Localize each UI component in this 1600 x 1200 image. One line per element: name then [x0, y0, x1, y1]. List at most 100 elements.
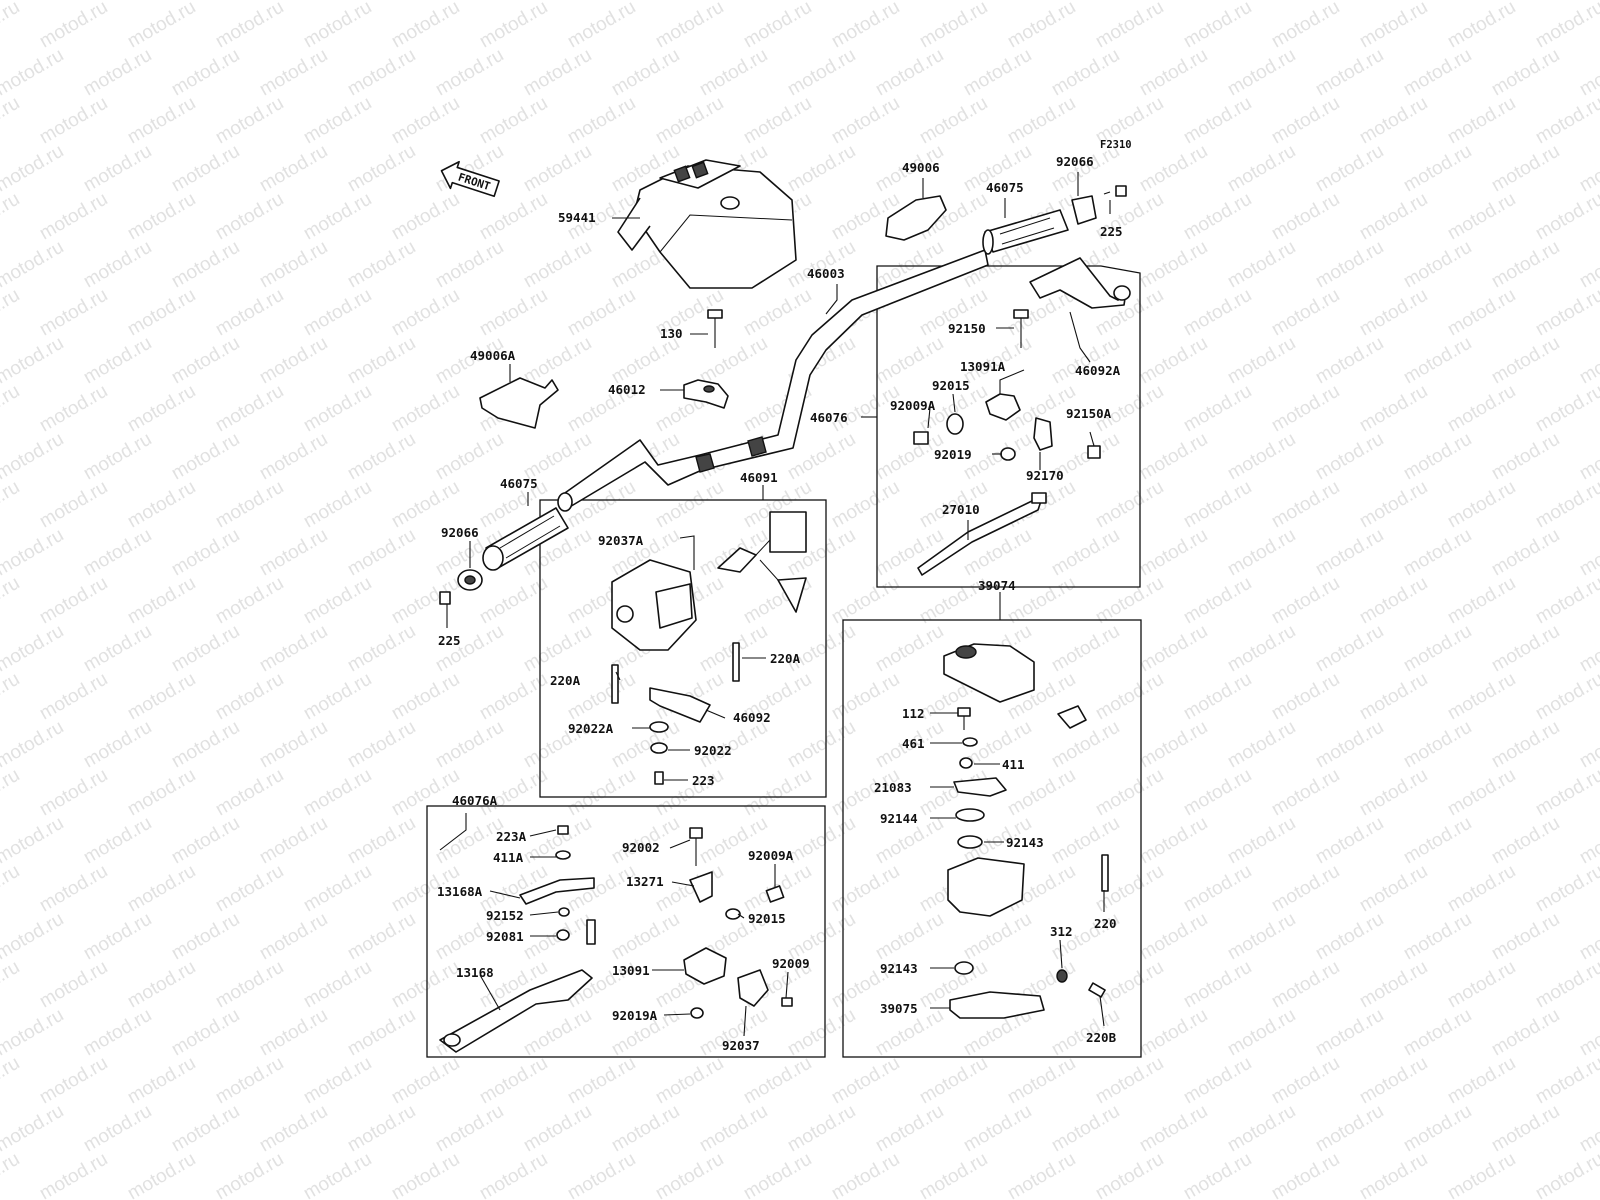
- handlebar-cover-drawing: [617, 159, 797, 289]
- watermark-text-613: motod.ru: [1004, 1053, 1079, 1109]
- watermark-text-607: motod.ru: [476, 1053, 551, 1109]
- watermark-text-353: motod.ru: [1312, 525, 1387, 581]
- watermark-text-451: motod.ru: [1488, 717, 1563, 773]
- watermark-text-651: motod.ru: [124, 1149, 199, 1200]
- watermark-text-662: motod.ru: [1092, 1149, 1167, 1200]
- watermark-text-534: motod.ru: [344, 909, 419, 965]
- watermark-text-339: motod.ru: [80, 525, 155, 581]
- watermark-text-665: motod.ru: [1356, 1149, 1431, 1200]
- watermark-text-566: motod.ru: [1092, 957, 1167, 1013]
- part-label-92143-lower: 92143: [880, 961, 918, 976]
- watermark-text-485: motod.ru: [256, 813, 331, 869]
- watermark-text-217: motod.ru: [0, 285, 23, 341]
- watermark-text-483: motod.ru: [80, 813, 155, 869]
- watermark-text-460: motod.ru: [212, 765, 287, 821]
- watermark-text-295: motod.ru: [432, 429, 507, 485]
- watermark-text-638: motod.ru: [1048, 1101, 1123, 1157]
- watermark-text-348: motod.ru: [872, 525, 947, 581]
- watermark-text-291: motod.ru: [80, 429, 155, 485]
- watermark-text-211: motod.ru: [1488, 237, 1563, 293]
- watermark-text-523: motod.ru: [1532, 861, 1600, 917]
- watermark-text-150: motod.ru: [344, 141, 419, 197]
- watermark-text-426: motod.ru: [1444, 669, 1519, 725]
- watermark-text-379: motod.ru: [1532, 573, 1600, 629]
- watermark-text-439: motod.ru: [432, 717, 507, 773]
- watermark-text-171: motod.ru: [124, 189, 199, 245]
- watermark-text-130: motod.ru: [740, 93, 815, 149]
- watermark-text-338: motod.ru: [0, 525, 67, 581]
- figure-code: F2310: [1100, 139, 1132, 151]
- watermark-text-391: motod.ru: [432, 621, 507, 677]
- watermark-text-279: motod.ru: [1180, 381, 1255, 437]
- watermark-text-631: motod.ru: [432, 1101, 507, 1157]
- watermark-text-111: motod.ru: [1136, 45, 1211, 101]
- watermark-text-282: motod.ru: [1444, 381, 1519, 437]
- part-label-92037: 92037: [722, 1038, 760, 1053]
- watermark-text-123: motod.ru: [124, 93, 199, 149]
- watermark-text-366: motod.ru: [388, 573, 463, 629]
- group-boxes: [426, 265, 1142, 1058]
- part-label-225-left: 225: [438, 633, 461, 648]
- watermark-text-604: motod.ru: [212, 1053, 287, 1109]
- watermark-text-519: motod.ru: [1180, 861, 1255, 917]
- watermark-text-209: motod.ru: [1312, 237, 1387, 293]
- watermark-text-612: motod.ru: [916, 1053, 991, 1109]
- watermark-text-530: motod.ru: [0, 909, 67, 965]
- part-label-13168A: 13168A: [437, 884, 483, 899]
- watermark-text-160: motod.ru: [1224, 141, 1299, 197]
- watermark-text-650: motod.ru: [36, 1149, 111, 1200]
- watermark-text-655: motod.ru: [476, 1149, 551, 1200]
- watermark-text-132: motod.ru: [916, 93, 991, 149]
- watermark-text-161: motod.ru: [1312, 141, 1387, 197]
- watermark-text-437: motod.ru: [256, 717, 331, 773]
- watermark-text-91: motod.ru: [1532, 0, 1600, 52]
- watermark-text-630: motod.ru: [344, 1101, 419, 1157]
- watermark-text-314: motod.ru: [36, 477, 111, 533]
- leader-lines: [439, 172, 1111, 1037]
- watermark-text-222: motod.ru: [388, 285, 463, 341]
- watermark-text-555: motod.ru: [124, 957, 199, 1013]
- watermark-text-101: motod.ru: [256, 45, 331, 101]
- watermark-text-592: motod.ru: [1224, 1005, 1299, 1061]
- watermark-text-546: motod.ru: [1400, 909, 1475, 965]
- watermark-text-497: motod.ru: [1312, 813, 1387, 869]
- watermark-text-580: motod.ru: [168, 1005, 243, 1061]
- watermark-text-461: motod.ru: [300, 765, 375, 821]
- watermark-text-340: motod.ru: [168, 525, 243, 581]
- watermark-text-657: motod.ru: [652, 1149, 727, 1200]
- watermark-text-115: motod.ru: [1488, 45, 1563, 101]
- watermark-text-121: motod.ru: [0, 93, 23, 149]
- watermark-text-127: motod.ru: [476, 93, 551, 149]
- watermark-text-103: motod.ru: [432, 45, 507, 101]
- part-label-92019: 92019: [934, 447, 972, 462]
- watermark-text-318: motod.ru: [388, 477, 463, 533]
- watermark-text-570: motod.ru: [1444, 957, 1519, 1013]
- watermark-text-556: motod.ru: [212, 957, 287, 1013]
- watermark-text-102: motod.ru: [344, 45, 419, 101]
- part-label-92009: 92009: [772, 956, 810, 971]
- part-label-46092: 46092: [733, 710, 771, 725]
- watermark-text-470: motod.ru: [1092, 765, 1167, 821]
- part-label-92022: 92022: [694, 743, 732, 758]
- watermark-text-579: motod.ru: [80, 1005, 155, 1061]
- watermark-text-76: motod.ru: [212, 0, 287, 52]
- watermark-text-543: motod.ru: [1136, 909, 1211, 965]
- part-label-92002: 92002: [622, 840, 660, 855]
- watermark-text-317: motod.ru: [300, 477, 375, 533]
- part-label-92081: 92081: [486, 929, 524, 944]
- part-label-92022A: 92022A: [568, 721, 614, 736]
- watermark-text-129: motod.ru: [652, 93, 727, 149]
- watermark-text-133: motod.ru: [1004, 93, 1079, 149]
- watermark-text-232: motod.ru: [1268, 285, 1343, 341]
- watermark-text-74: motod.ru: [36, 0, 111, 52]
- watermark-text-474: motod.ru: [1444, 765, 1519, 821]
- watermark-text-233: motod.ru: [1356, 285, 1431, 341]
- watermark-text-660: motod.ru: [916, 1149, 991, 1200]
- watermark-text-257: motod.ru: [1312, 333, 1387, 389]
- watermark-text-507: motod.ru: [124, 861, 199, 917]
- watermark-text-608: motod.ru: [564, 1053, 639, 1109]
- watermark-text-170: motod.ru: [36, 189, 111, 245]
- watermark-text-195: motod.ru: [80, 237, 155, 293]
- watermark-text-581: motod.ru: [256, 1005, 331, 1061]
